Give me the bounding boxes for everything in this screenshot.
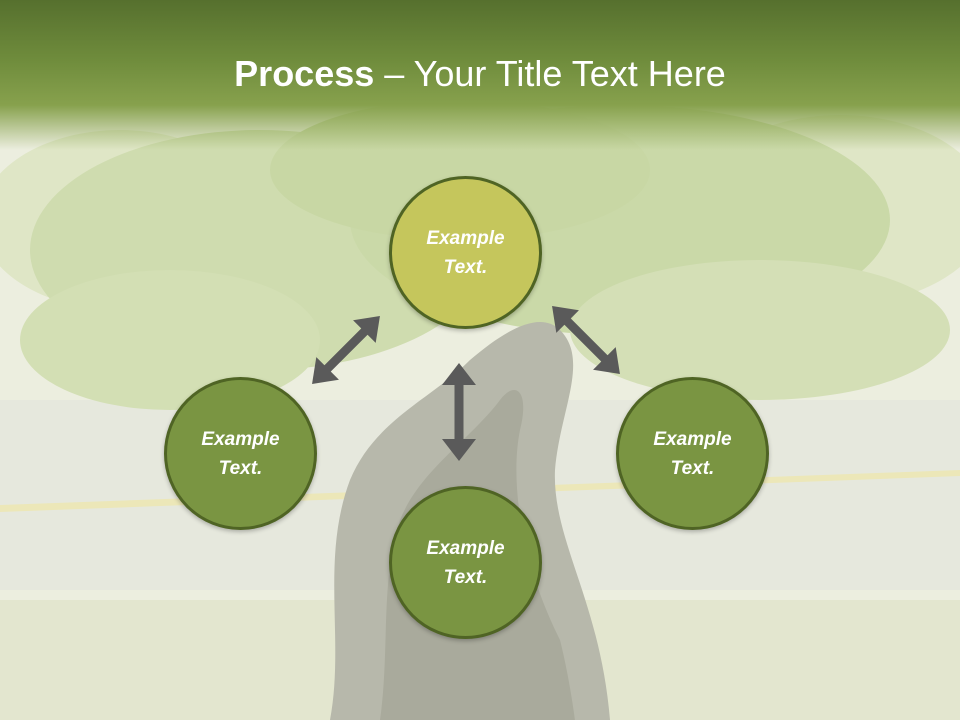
node-right-line2: Text. xyxy=(670,457,715,479)
node-bottom-line2: Text. xyxy=(443,566,488,588)
node-top-line2: Text. xyxy=(443,256,488,278)
node-right-line1: Example xyxy=(653,428,732,450)
arrow-top-left xyxy=(312,316,380,384)
slide-title: Process – Your Title Text Here xyxy=(0,50,960,98)
title-bold: Process xyxy=(234,53,375,94)
title-bar xyxy=(0,0,960,150)
title-rest: – Your Title Text Here xyxy=(374,53,726,94)
arrow-vertical xyxy=(442,363,476,461)
node-top-line1: Example xyxy=(426,227,505,249)
node-left-line2: Text. xyxy=(218,457,263,479)
arrow-top-right xyxy=(552,306,620,374)
node-bottom-line1: Example xyxy=(426,537,505,559)
node-left-line1: Example xyxy=(201,428,280,450)
